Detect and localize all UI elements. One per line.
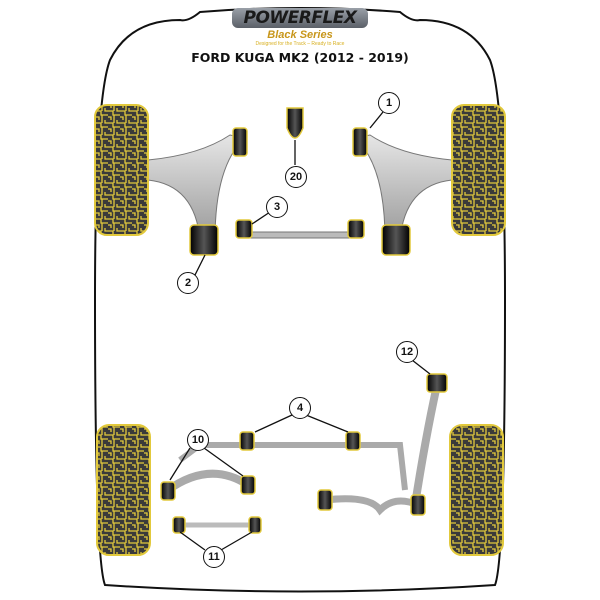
tire-front-left [94, 104, 149, 236]
callout-4[interactable]: 4 [289, 397, 311, 419]
front-anti-roll-bar [239, 231, 361, 239]
tire-rear-right [449, 424, 504, 556]
callout-11[interactable]: 11 [203, 546, 225, 568]
tire-rear-left [96, 424, 151, 556]
callout-1[interactable]: 1 [378, 92, 400, 114]
logo-tagline: Designed for the Track – Ready to Race [255, 41, 345, 47]
bushes [160, 107, 448, 534]
logo-series: Black Series [267, 29, 333, 41]
callout-10[interactable]: 10 [187, 429, 209, 451]
leader-lines [169, 111, 431, 551]
callout-2[interactable]: 2 [177, 272, 199, 294]
vehicle-title: FORD KUGA MK2 (2012 - 2019) [191, 50, 409, 65]
powerflex-logo: POWERFLEX Black Series Designed for the … [232, 8, 368, 48]
front-left-arm [147, 134, 247, 241]
logo-brand: POWERFLEX [232, 8, 368, 28]
rear-upper-arm [165, 469, 251, 494]
rear-lower-arm [324, 495, 420, 516]
front-right-arm [353, 134, 453, 241]
car-body-outline [93, 7, 507, 593]
callout-3[interactable]: 3 [266, 196, 288, 218]
callout-12[interactable]: 12 [396, 341, 418, 363]
rear-trailing-link [411, 384, 441, 506]
callout-20[interactable]: 20 [285, 166, 307, 188]
rear-anti-roll-bar [178, 442, 408, 491]
tire-front-right [451, 104, 506, 236]
